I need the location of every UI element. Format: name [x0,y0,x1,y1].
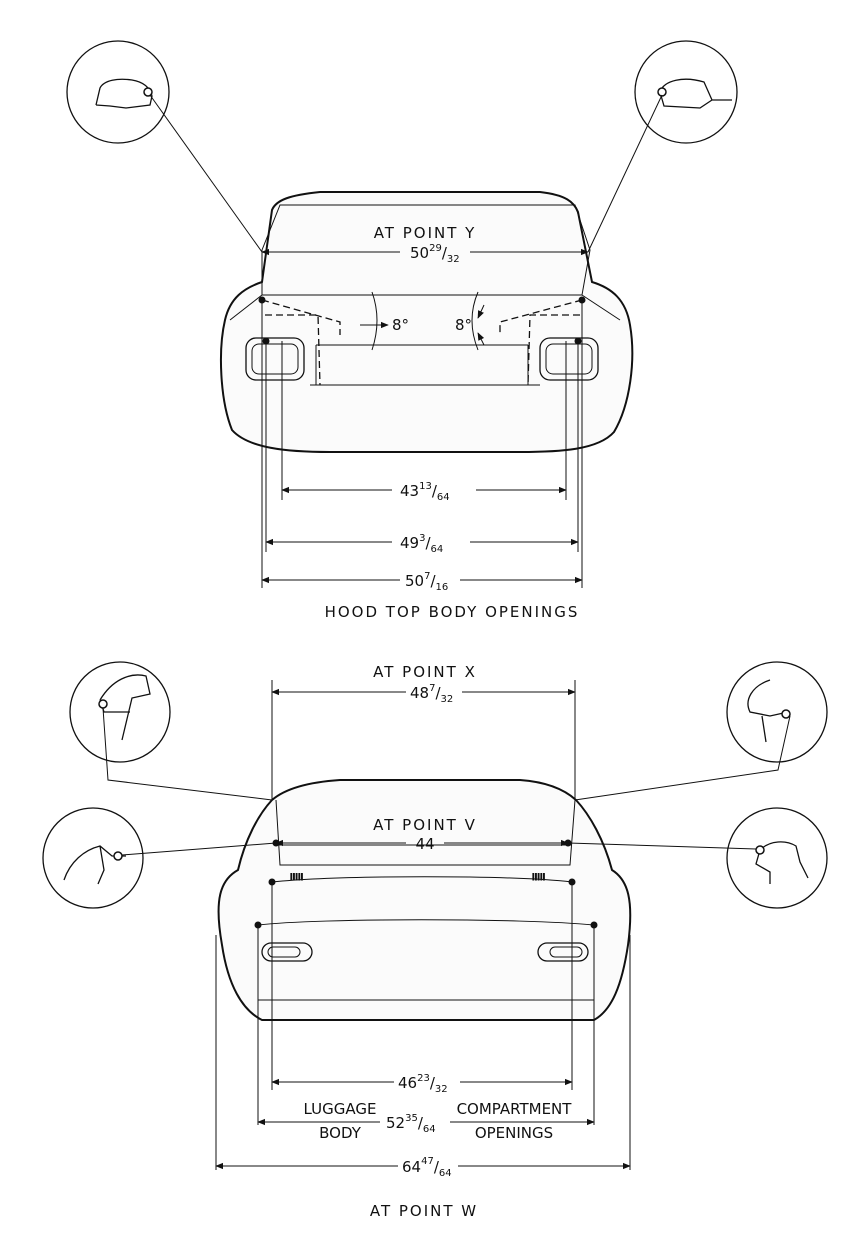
caption-openings: OPENINGS [475,1124,553,1142]
dim-middle-label: 493/64 [400,533,443,555]
point-v-label: AT POINT V [373,816,477,834]
angle-left-label: 8° [392,316,409,334]
point-x-dimension: 487/32 [410,683,453,705]
dim-body-label: 5235/64 [386,1113,436,1135]
dim-overall-label: 6447/64 [402,1156,452,1179]
angle-right-label: 8° [455,316,472,334]
detail-circle-top-right [634,40,738,144]
point-y-label: AT POINT Y [374,224,477,242]
detail-circle-bottom-lower-left [42,807,144,909]
tail-lamp-right-bottom [537,942,589,962]
tail-lamp-right [539,337,599,381]
point-w-label: AT POINT W [370,1202,478,1220]
svg-text:IIIII: IIIII [290,873,303,883]
car-body-outline-top [219,191,634,453]
detail-circle-bottom-upper-left [69,661,171,763]
detail-circle-bottom-upper-right [726,661,828,763]
dim-outer-label: 507/16 [405,571,448,593]
svg-text:IIIII: IIIII [532,873,545,883]
detail-circle-top-left [66,40,170,144]
car-body-outline-bottom [217,779,632,1021]
rear-window-bottom [275,799,576,866]
point-v-dimension: 44 [415,835,434,853]
hood-top-caption: HOOD TOP BODY OPENINGS [325,603,580,621]
point-x-label: AT POINT X [373,663,477,681]
tail-lamp-left-bottom [261,942,313,962]
luggage-view: AT POINT X 487/32 IIIII IIIII AT PO [42,661,828,1220]
dim-inner-label: 4313/64 [400,481,450,503]
point-y-dimension: 5029/32 [410,243,460,265]
opening-dashed-outline [261,299,583,335]
tail-lamp-left [245,337,305,381]
caption-luggage: LUGGAGE [304,1100,377,1118]
dim-bottom-inner-label: 4623/32 [398,1073,448,1095]
hood-top-view: AT POINT Y 5029/32 8° 8° 4313/64 493/64 … [66,40,738,621]
detail-circle-bottom-lower-right [726,807,828,909]
caption-compartment: COMPARTMENT [457,1100,573,1118]
caption-body: BODY [319,1124,362,1142]
